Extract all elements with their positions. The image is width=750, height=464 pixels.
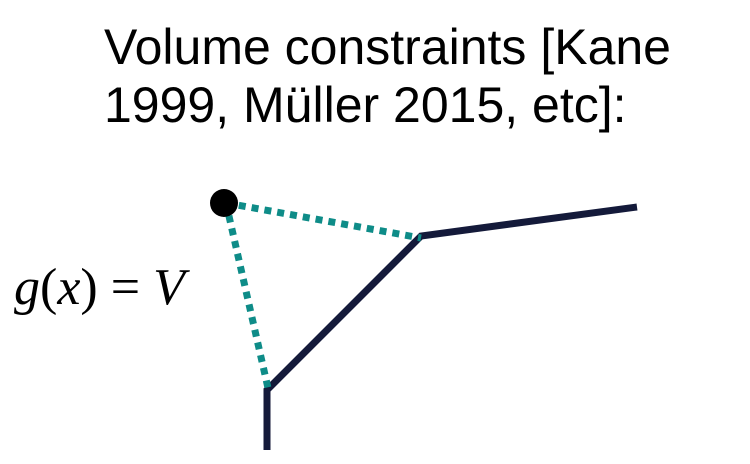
equation-equals: =: [97, 259, 154, 316]
equation-variable: x: [57, 259, 81, 316]
equation-rhs: V: [153, 259, 185, 316]
constraint-edge-left: [222, 202, 272, 389]
curve-polyline: [263, 203, 638, 450]
slide-title-line-1: Volume constraints [Kane: [104, 19, 671, 75]
constraint-edge-top: [225, 199, 422, 242]
equation-close-paren: ): [80, 259, 98, 316]
equation-open-paren: (: [40, 259, 58, 316]
slide-title-line-2: 1999, Müller 2015, etc]:: [104, 77, 627, 133]
point-x: [210, 189, 238, 217]
equation-function: g: [14, 259, 40, 316]
volume-equation: g(x) = V: [14, 258, 185, 318]
slide-title: Volume constraints [Kane 1999, Müller 20…: [104, 18, 750, 134]
